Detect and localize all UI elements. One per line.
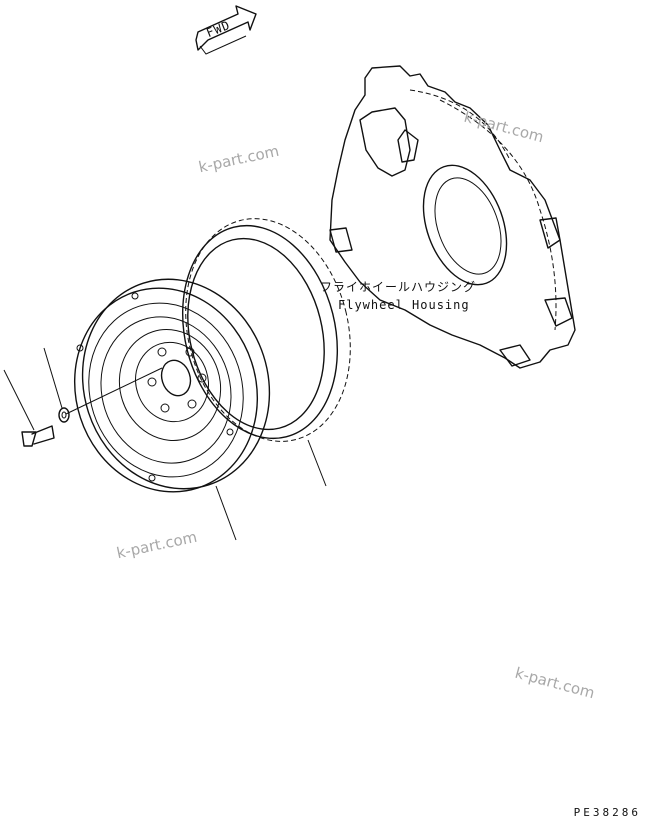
flywheel <box>73 278 271 493</box>
ring-gear <box>181 218 351 442</box>
bolt <box>21 425 55 447</box>
drawing-code: PE38286 <box>573 806 641 819</box>
forward-arrow-icon <box>195 5 257 55</box>
washer <box>58 407 70 423</box>
bolt-guide-line <box>65 367 163 415</box>
housing-label-en: Flywheel Housing <box>338 298 470 312</box>
leader-lines <box>3 347 327 541</box>
flywheel-housing <box>329 65 576 369</box>
housing-label-jp: フライホイールハウジング <box>320 280 477 294</box>
